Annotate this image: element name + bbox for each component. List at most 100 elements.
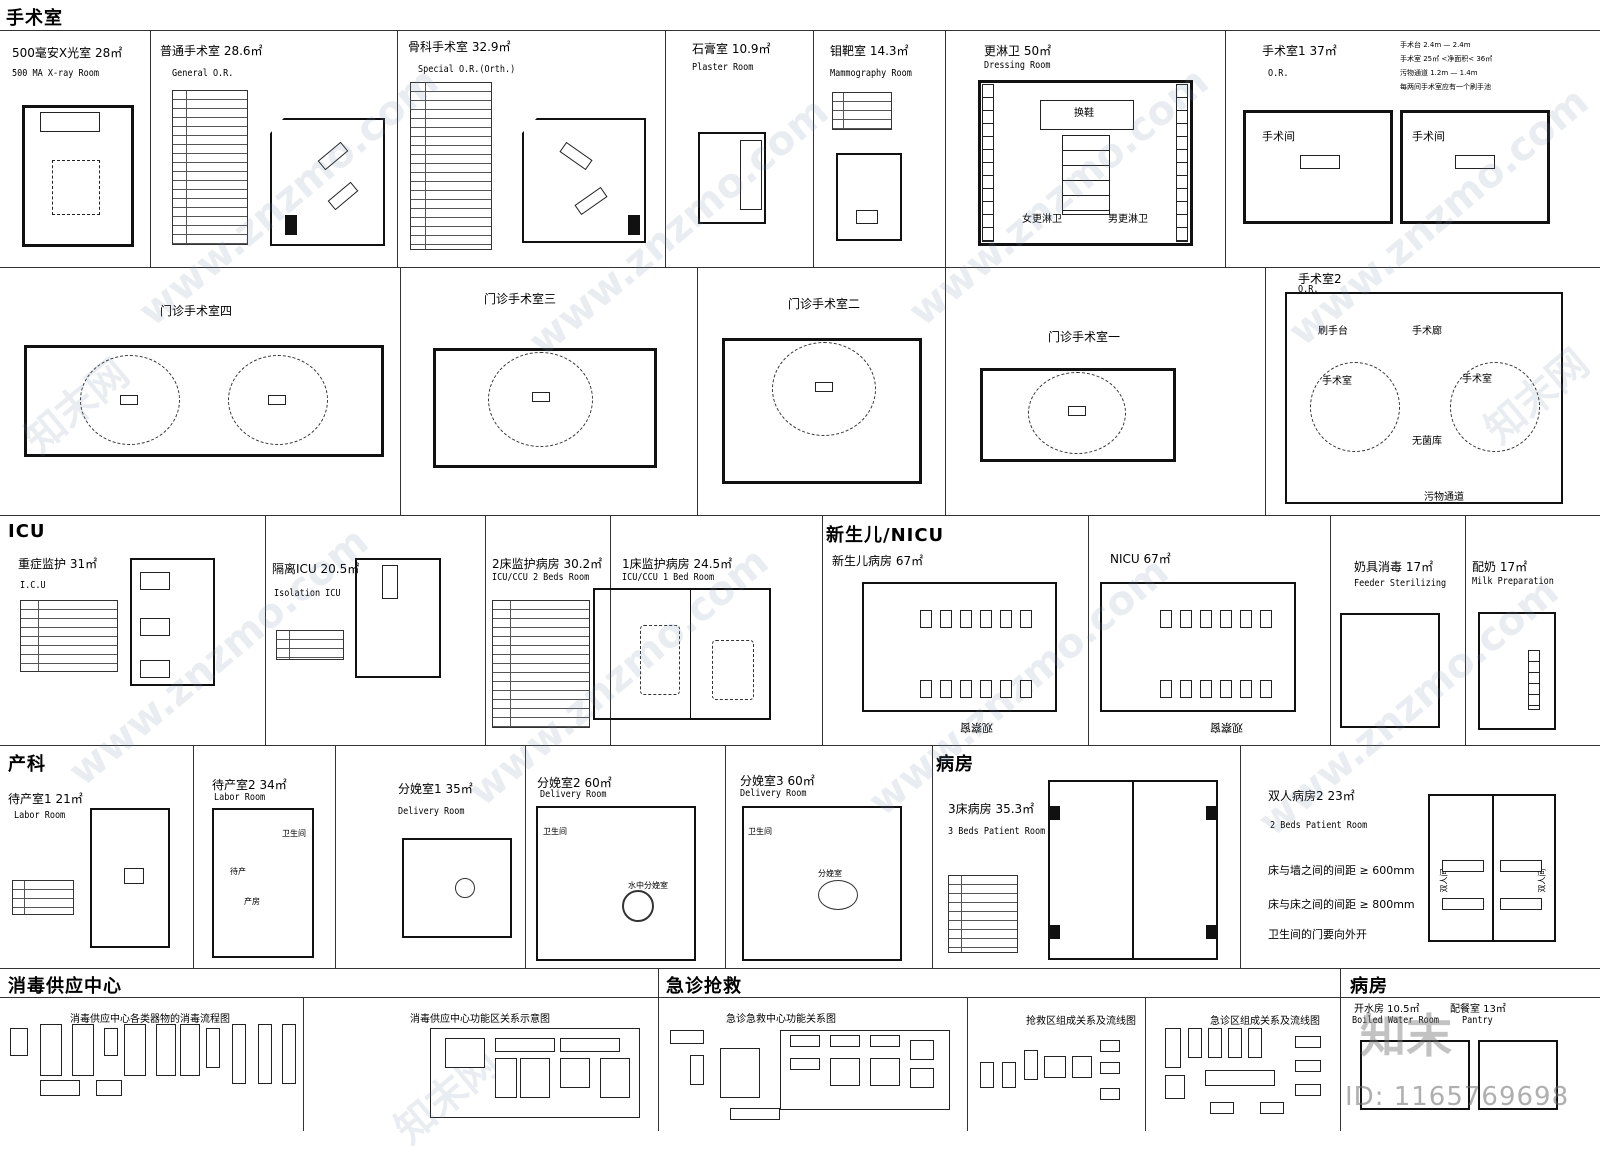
delivery2-subtitle: Delivery Room xyxy=(540,789,607,800)
boiled-title: 开水房 10.5㎡ xyxy=(1354,1004,1420,1015)
delivery3-room-label: 分娩室 xyxy=(818,869,842,878)
beds3-title: 3床病房 35.3㎡ xyxy=(948,802,1035,816)
general-or-column xyxy=(285,215,297,235)
pantry-title: 配餐室 13㎡ xyxy=(1450,1004,1506,1015)
beds2-room-label: 双人间 xyxy=(1439,868,1449,893)
delivery3-title: 分娩室3 60㎡ xyxy=(740,774,815,788)
beds2-partition xyxy=(1492,796,1494,940)
cssd-zone-box xyxy=(520,1058,550,1098)
grid-line xyxy=(0,968,1600,969)
beds2-bed xyxy=(1500,898,1542,910)
er-relation-box xyxy=(690,1055,704,1085)
rescue-box xyxy=(980,1062,994,1088)
grid-line xyxy=(0,267,1600,268)
er-relation-box xyxy=(830,1035,860,1047)
ccu-bed-zone xyxy=(640,625,680,695)
beds3-legend-table xyxy=(948,875,1018,953)
nicu-crib xyxy=(1220,680,1232,698)
ccu-plan xyxy=(593,588,771,720)
labor1-subtitle: Labor Room xyxy=(14,810,66,821)
neonatal-title: 新生儿病房 67㎡ xyxy=(832,554,924,568)
or1-subtitle: O.R. xyxy=(1268,68,1289,79)
plaster-plan xyxy=(698,132,766,224)
xray-table xyxy=(52,160,100,215)
er-zone-box xyxy=(1165,1075,1185,1099)
ccu2-title: 2床监护病房 30.2㎡ xyxy=(492,557,603,571)
or1-note: 手术台 2.4m — 2.4m xyxy=(1400,41,1471,49)
rescue-box xyxy=(1100,1062,1120,1074)
delivery1-subtitle: Delivery Room xyxy=(398,806,465,817)
er-relation-box xyxy=(830,1058,860,1086)
labor1-plan xyxy=(90,808,170,948)
delivery2-plan xyxy=(536,806,696,961)
grid-line xyxy=(0,515,1600,516)
dressing-toilets xyxy=(1062,135,1110,215)
neonatal-crib xyxy=(940,680,952,698)
neonatal-crib xyxy=(1020,680,1032,698)
dressing-women-label: 女更淋卫 xyxy=(1022,214,1062,225)
milk-subtitle: Milk Preparation xyxy=(1472,576,1554,587)
ccu-bed-zone xyxy=(712,640,754,700)
rescue-box xyxy=(1024,1050,1038,1080)
section-cssd-title: 消毒供应中心 xyxy=(8,976,122,997)
labor1-legend-table xyxy=(12,880,74,915)
clinic2-plan xyxy=(722,338,922,484)
nicu-crib xyxy=(1160,610,1172,628)
er-zone-box xyxy=(1295,1084,1321,1096)
rescue-box xyxy=(1072,1056,1092,1078)
neonatal-crib xyxy=(1000,610,1012,628)
cssd-flow-box xyxy=(96,1080,122,1096)
section-icu-title: ICU xyxy=(8,521,46,542)
or1-room-label: 手术间 xyxy=(1412,130,1445,143)
grid-line xyxy=(400,267,401,515)
beds3-column xyxy=(1206,925,1218,939)
plaster-subtitle: Plaster Room xyxy=(692,62,754,73)
cssd-flow-title: 消毒供应中心各类器物的消毒流程图 xyxy=(70,1014,230,1025)
or1-plan-right xyxy=(1400,110,1550,224)
xray-plan xyxy=(22,105,134,247)
milk-counter xyxy=(1528,650,1540,710)
er-relation-box xyxy=(910,1068,934,1088)
er-relation-box xyxy=(870,1058,900,1086)
section-ward2-title: 病房 xyxy=(1350,976,1388,997)
clinic2-table xyxy=(815,382,833,392)
labor2-wait-label: 待产 xyxy=(230,867,246,876)
er-zone-box xyxy=(1228,1028,1242,1058)
feeder-title: 奶具消毒 17㎡ xyxy=(1354,560,1434,574)
cssd-zone-title: 消毒供应中心功能区关系示意图 xyxy=(410,1014,550,1025)
beds2-bed xyxy=(1442,898,1484,910)
cssd-zone-box xyxy=(445,1038,485,1068)
clinic1-title: 门诊手术室一 xyxy=(1048,330,1121,344)
clinic1-table xyxy=(1068,406,1086,416)
dressing-men-label: 男更淋卫 xyxy=(1108,214,1148,225)
grid-line xyxy=(1340,968,1341,1131)
cssd-flow-box xyxy=(206,1028,220,1068)
feeder-subtitle: Feeder Sterilizing xyxy=(1354,578,1447,589)
grid-line xyxy=(150,30,151,267)
watermark-logo: 知末 xyxy=(1360,1009,1452,1063)
clinic2-title: 门诊手术室二 xyxy=(788,297,861,311)
clinic3-title: 门诊手术室三 xyxy=(484,292,557,306)
nicu-plan xyxy=(1100,582,1296,712)
beds2-room-label: 双人间 xyxy=(1537,868,1547,893)
grid-line xyxy=(193,745,194,968)
or2-sterile-label: 无菌库 xyxy=(1412,436,1442,447)
icu-legend-table xyxy=(20,600,118,672)
beds2-title: 双人病房2 23㎡ xyxy=(1268,789,1355,803)
nicu-crib xyxy=(1240,680,1252,698)
beds3-subtitle: 3 Beds Patient Room xyxy=(948,826,1046,837)
rescue-box xyxy=(1100,1088,1120,1100)
or2-title: 手术室2 xyxy=(1298,272,1342,286)
cssd-flow-box xyxy=(124,1024,146,1076)
nicu-viewing-label: 观察窗 xyxy=(1210,721,1243,734)
or1-title: 手术室1 37㎡ xyxy=(1262,44,1337,58)
dressing-lockers-left xyxy=(982,84,994,242)
general-or-legend-table xyxy=(172,90,248,245)
er-zone-title: 急诊区组成关系及流线图 xyxy=(1210,1016,1320,1027)
mammo-plan xyxy=(836,153,902,241)
er-relation-box xyxy=(790,1035,820,1047)
nicu-crib xyxy=(1180,680,1192,698)
nicu-crib xyxy=(1200,610,1212,628)
ortho-or-subtitle: Special O.R.(Orth.) xyxy=(418,64,516,75)
general-or-plan xyxy=(270,118,385,246)
